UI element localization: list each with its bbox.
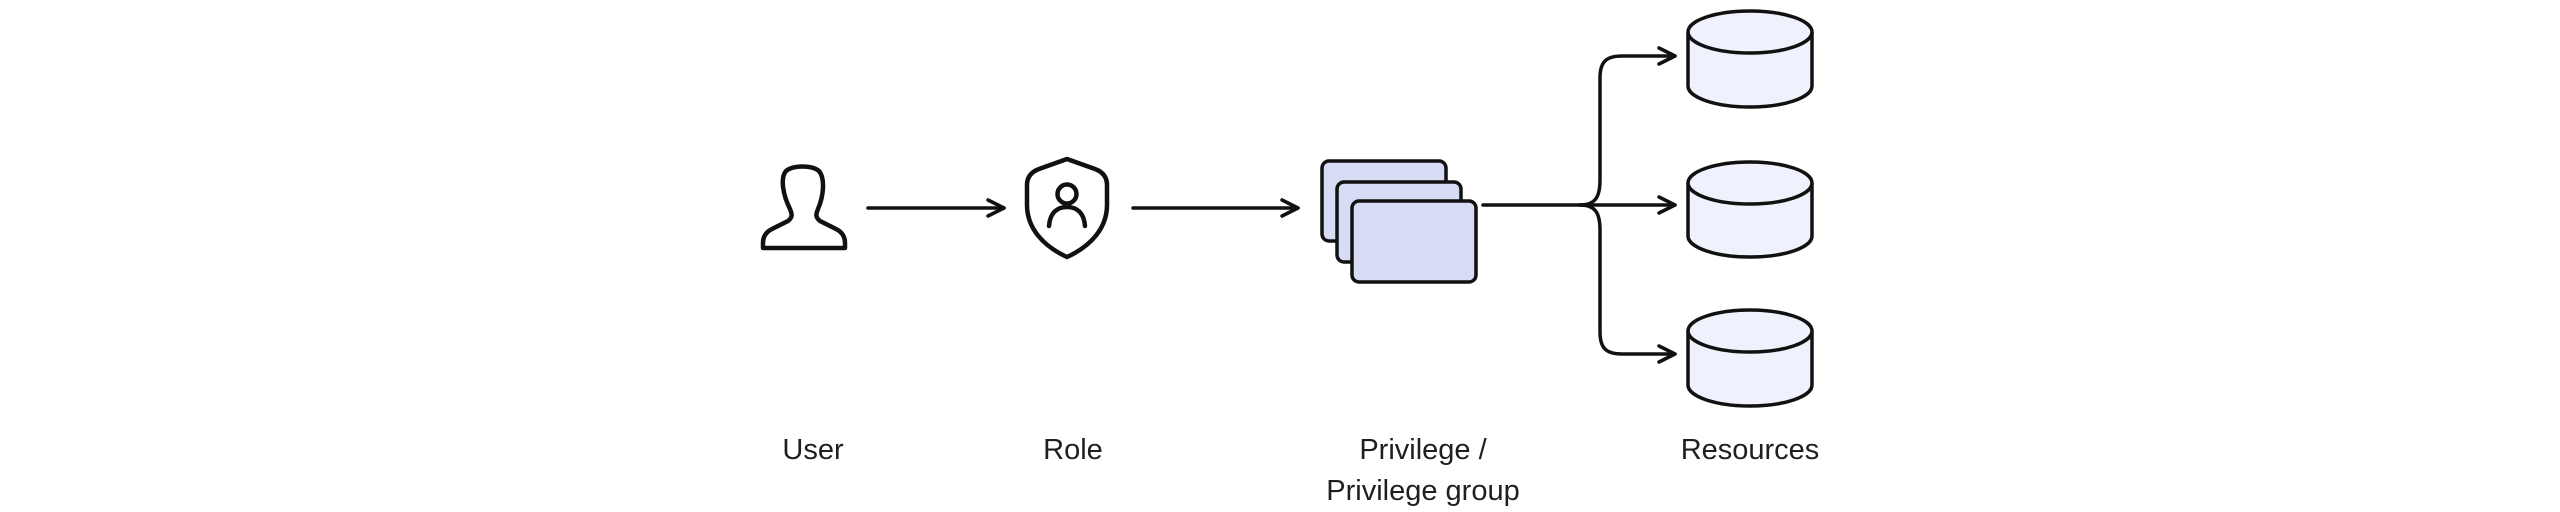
stacked-cards-icon (1320, 159, 1478, 284)
role-label: Role (1043, 434, 1103, 466)
user-icon (760, 164, 848, 251)
database-icon (1686, 160, 1814, 259)
arrow-to-resource-1 (1578, 46, 1677, 207)
privilege-label: Privilege / Privilege group (1326, 430, 1519, 512)
shield-user-icon (1024, 156, 1110, 260)
resources-label: Resources (1680, 434, 1820, 466)
arrow-to-resource-3 (1578, 203, 1677, 364)
database-icon (1686, 308, 1814, 408)
user-label: User (782, 434, 844, 466)
database-icon (1686, 9, 1814, 109)
privilege-label-line-2: Privilege group (1326, 475, 1520, 507)
privilege-label-line-1: Privilege / (1359, 434, 1487, 466)
branch-connector (1481, 46, 1677, 364)
privilege-card-front (1350, 199, 1478, 284)
